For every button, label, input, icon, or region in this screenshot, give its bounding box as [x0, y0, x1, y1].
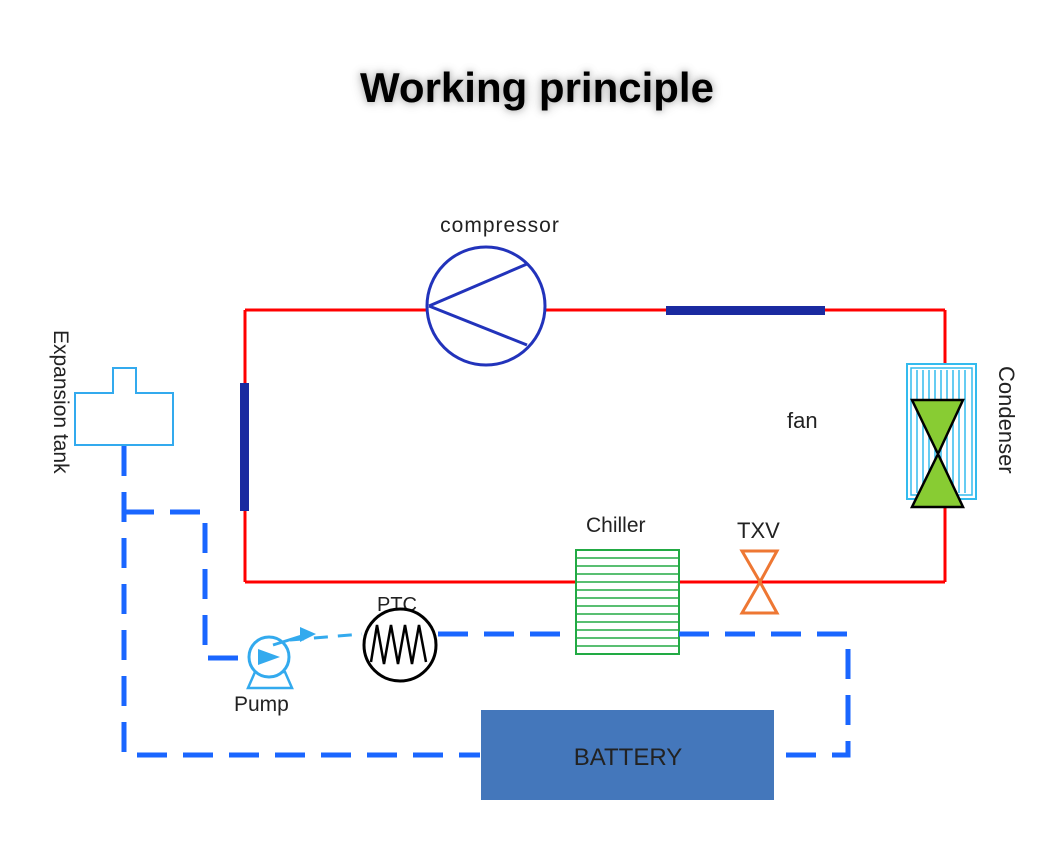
chiller-label: Chiller — [586, 514, 646, 537]
ptc-heater-icon — [362, 607, 438, 683]
txv-valve-icon — [739, 549, 780, 615]
compressor-icon — [425, 245, 547, 367]
coolant-loop — [121, 446, 851, 758]
chiller-icon — [575, 549, 680, 655]
compressor-label: compressor — [440, 214, 560, 237]
fan-blades-icon — [909, 398, 965, 509]
battery-label: BATTERY — [574, 744, 682, 771]
title-container: Working principle — [0, 62, 1060, 114]
refrigerant-loop — [243, 308, 947, 584]
pump-icon — [246, 633, 306, 690]
page-title: Working principle — [360, 64, 714, 111]
battery-block — [481, 710, 774, 800]
expansion-tank-icon — [74, 367, 174, 446]
flow-arrow-icon — [300, 627, 316, 642]
fan-label: fan — [787, 408, 818, 433]
pipe-segment-top — [666, 306, 825, 315]
condenser-label: Condenser — [994, 366, 1019, 474]
condenser-icon — [906, 363, 977, 509]
pipe-segment-left — [240, 383, 249, 511]
expansion-tank-label: Expansion tank — [49, 330, 72, 474]
pump-label: Pump — [234, 693, 289, 716]
txv-label: TXV — [737, 518, 780, 543]
